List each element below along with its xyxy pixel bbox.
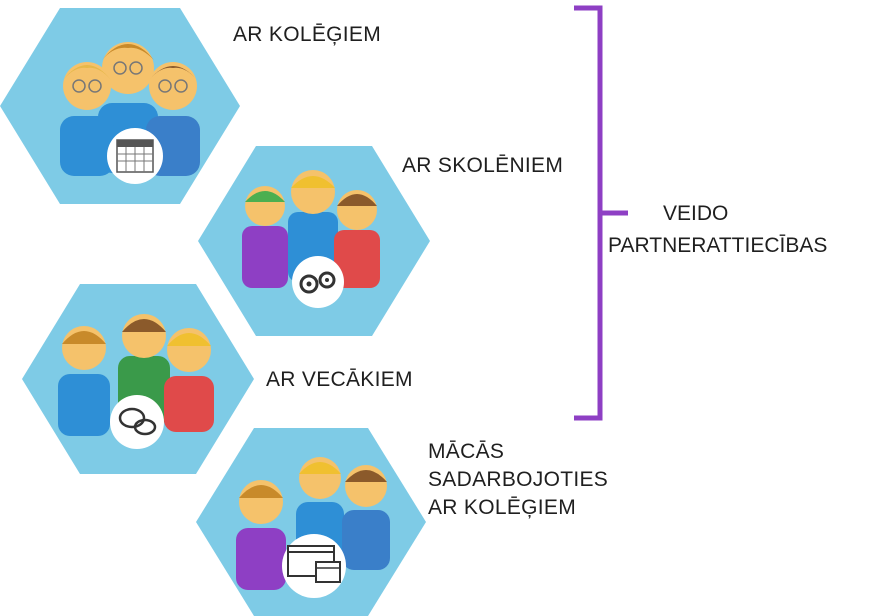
label-learning-line-2: SADARBOJOTIES (428, 468, 609, 491)
label-learning-line-1: MĀCĀS (428, 440, 505, 463)
parents-illustration (58, 314, 214, 436)
result-line-2: PARTNERATTIECĪBAS (608, 234, 828, 257)
result-line-1: VEIDO (663, 202, 729, 225)
browser-calendar-icon (282, 534, 346, 598)
hexagon-learning (196, 428, 426, 616)
calendar-icon (107, 128, 163, 184)
hexagon-parents (22, 284, 254, 474)
colleagues-illustration (60, 42, 200, 176)
chat-bubbles-icon (110, 395, 164, 449)
label-learning: MĀCĀS SADARBOJOTIES AR KOLĒĢIEM (428, 438, 608, 522)
result-label: VEIDO PARTNERATTIECĪBAS (608, 198, 827, 262)
hexagon-colleagues (0, 8, 240, 204)
label-learning-line-3: AR KOLĒĢIEM (428, 496, 577, 519)
learning-illustration (236, 457, 390, 590)
grouping-brace (574, 5, 628, 421)
label-colleagues: AR KOLĒĢIEM (233, 23, 382, 46)
label-parents: AR VECĀKIEM (266, 368, 413, 391)
hexagon-students (198, 146, 430, 336)
label-students: AR SKOLĒNIEM (402, 154, 564, 177)
gears-icon (292, 256, 344, 308)
